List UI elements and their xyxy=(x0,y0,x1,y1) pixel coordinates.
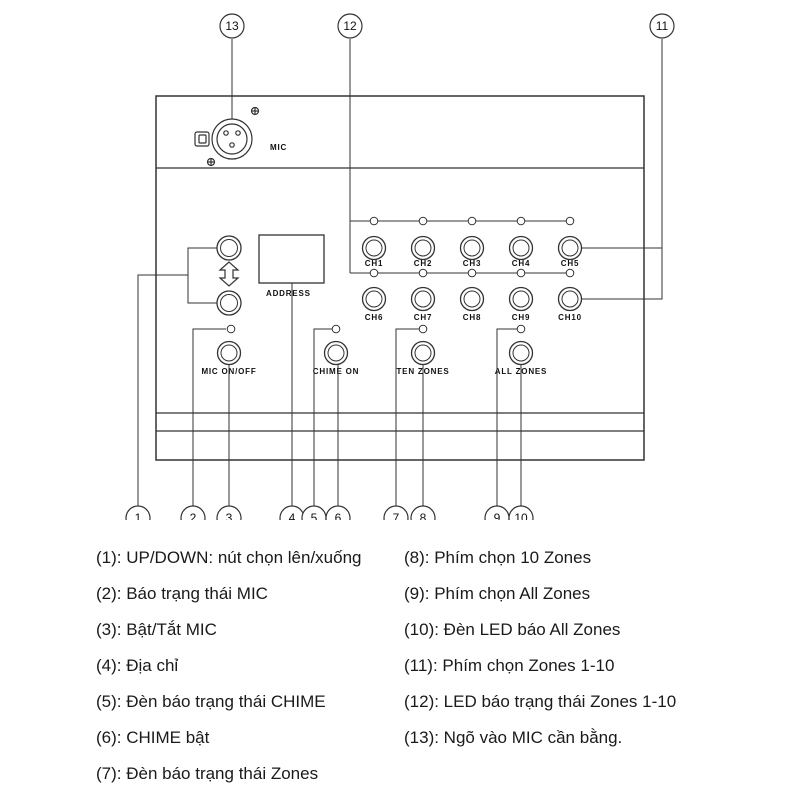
svg-text:12: 12 xyxy=(343,19,357,33)
svg-text:5: 5 xyxy=(311,511,318,520)
legend-item-10: (10): Đèn LED báo All Zones xyxy=(404,620,621,639)
channel-ch3[interactable]: CH3 xyxy=(459,216,485,268)
mic-status-led xyxy=(226,324,236,334)
channel-label: CH6 xyxy=(365,313,383,322)
callout-3: 3 xyxy=(216,505,242,520)
callout-13: 13 xyxy=(219,13,245,39)
channel-label: CH1 xyxy=(365,259,383,268)
mic-label: MIC xyxy=(270,143,287,152)
legend-item-2: (2): Báo trạng thái MIC xyxy=(96,584,268,603)
leader-lines xyxy=(137,39,663,506)
address-label: ADDRESS xyxy=(266,289,311,298)
channel-label: CH10 xyxy=(558,313,582,322)
down-button[interactable] xyxy=(216,290,242,316)
svg-text:7: 7 xyxy=(393,511,400,520)
up-down-arrow-icon xyxy=(218,261,240,287)
callout-5: 5 xyxy=(301,505,327,520)
callout-8: 8 xyxy=(410,505,436,520)
legend-item-1: (1): UP/DOWN: nút chọn lên/xuống xyxy=(96,548,362,567)
legend-item-12: (12): LED báo trạng thái Zones 1-10 xyxy=(404,692,677,711)
legend-right-column: (8): Phím chọn 10 Zones (9): Phím chọn A… xyxy=(404,540,676,756)
svg-text:13: 13 xyxy=(225,19,239,33)
channel-led xyxy=(418,268,428,278)
callout-9: 9 xyxy=(484,505,510,520)
chime-on-label: CHIME ON xyxy=(313,367,359,376)
channel-ch2[interactable]: CH2 xyxy=(410,216,436,268)
legend-item-11: (11): Phím chọn Zones 1-10 xyxy=(404,656,615,675)
legend-item-13: (13): Ngõ vào MIC cần bằng. xyxy=(404,728,623,747)
mic-xlr-connector xyxy=(194,106,260,167)
channel-led xyxy=(369,268,379,278)
panel-outline xyxy=(155,95,645,461)
callout-6: 6 xyxy=(325,505,351,520)
callout-10: 10 xyxy=(508,505,534,520)
channel-label: CH7 xyxy=(414,313,432,322)
channel-ch7[interactable]: CH7 xyxy=(410,268,436,322)
legend-left-column: (1): UP/DOWN: nút chọn lên/xuống (2): Bá… xyxy=(96,540,362,792)
channel-ch6[interactable]: CH6 xyxy=(361,268,387,322)
channel-led xyxy=(516,268,526,278)
channel-led xyxy=(418,216,428,226)
up-down-bracket xyxy=(187,247,217,304)
channel-ch1[interactable]: CH1 xyxy=(361,216,387,268)
channel-led xyxy=(467,268,477,278)
channel-ch4[interactable]: CH4 xyxy=(508,216,534,268)
svg-text:6: 6 xyxy=(335,511,342,520)
control-panel-diagram: MIC ADDRESS CH1 CH2 CH3 CH4 xyxy=(125,13,675,520)
svg-text:2: 2 xyxy=(190,511,197,520)
svg-text:10: 10 xyxy=(514,511,528,520)
svg-text:1: 1 xyxy=(135,511,142,520)
channel-label: CH3 xyxy=(463,259,481,268)
channel-led xyxy=(565,268,575,278)
channel-label: CH8 xyxy=(463,313,481,322)
channel-led xyxy=(369,216,379,226)
legend-item-6: (6): CHIME bật xyxy=(96,728,210,747)
channel-ch8[interactable]: CH8 xyxy=(459,268,485,322)
svg-text:9: 9 xyxy=(494,511,501,520)
svg-text:8: 8 xyxy=(420,511,427,520)
svg-text:4: 4 xyxy=(289,511,296,520)
channel-led xyxy=(565,216,575,226)
all-zones-led xyxy=(516,324,526,334)
callout-7: 7 xyxy=(383,505,409,520)
callout-1: 1 xyxy=(125,505,151,520)
legend-item-9: (9): Phím chọn All Zones xyxy=(404,584,591,603)
channel-label: CH2 xyxy=(414,259,432,268)
channel-label: CH9 xyxy=(512,313,530,322)
callout-12: 12 xyxy=(337,13,363,39)
address-display xyxy=(258,234,325,284)
callout-2: 2 xyxy=(180,505,206,520)
legend-item-7: (7): Đèn báo trạng thái Zones xyxy=(96,764,319,783)
channel-label: CH5 xyxy=(561,259,579,268)
up-button[interactable] xyxy=(216,235,242,261)
channel-ch10[interactable]: CH10 xyxy=(557,268,583,322)
chime-on-control[interactable]: CHIME ON xyxy=(313,324,359,376)
chime-status-led xyxy=(331,324,341,334)
channel-led xyxy=(516,216,526,226)
legend-item-4: (4): Địa chỉ xyxy=(96,656,179,675)
channel-led xyxy=(467,216,477,226)
legend-item-8: (8): Phím chọn 10 Zones xyxy=(404,548,592,567)
legend-item-3: (3): Bật/Tắt MIC xyxy=(96,620,217,639)
channel-ch5[interactable]: CH5 xyxy=(557,216,583,268)
callout-4: 4 xyxy=(279,505,305,520)
svg-text:3: 3 xyxy=(226,511,233,520)
legend-item-5: (5): Đèn báo trạng thái CHIME xyxy=(96,692,326,711)
svg-text:11: 11 xyxy=(656,19,669,33)
channel-label: CH4 xyxy=(512,259,530,268)
zones-status-led xyxy=(418,324,428,334)
channel-ch9[interactable]: CH9 xyxy=(508,268,534,322)
callout-11: 11 xyxy=(649,13,675,39)
